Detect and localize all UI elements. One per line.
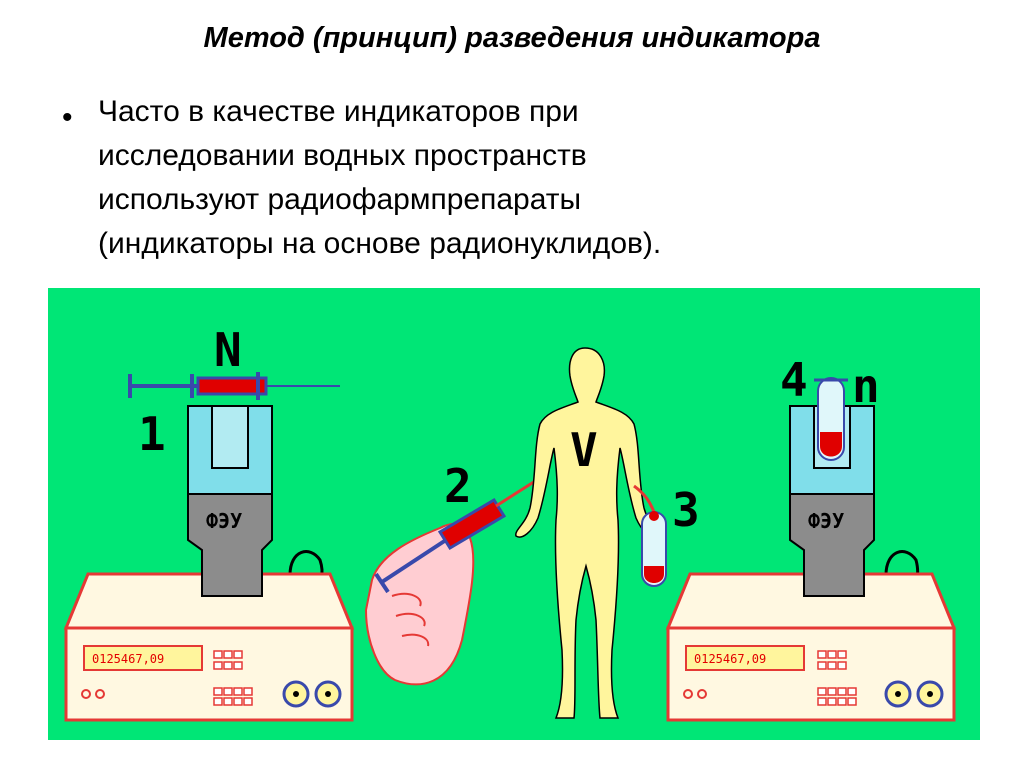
slide-title: Метод (принцип) разведения индикатора (203, 22, 821, 54)
left-buttons-top (213, 650, 253, 706)
right-buttons (817, 650, 857, 706)
text-line-1: Часто в качестве индикаторов при (98, 95, 579, 128)
text-line-4: (индикаторы на основе радионуклидов). (98, 227, 662, 260)
syringe-2-barrel (437, 497, 507, 551)
left-detector: 0125467,09 ФЭУ N 1 (63, 323, 355, 722)
right-pmt (789, 493, 875, 597)
left-counter-front (64, 626, 354, 722)
bullet-mark: • (62, 101, 73, 134)
label-1: 1 (138, 407, 166, 461)
right-pmt-label: ФЭУ (808, 509, 844, 533)
left-led-2 (95, 689, 105, 699)
syringe-icon (128, 372, 340, 400)
label-V: V (570, 423, 598, 477)
label-n: n (852, 359, 880, 413)
right-detector: 0125467,09 ФЭУ 4 n (665, 353, 957, 722)
left-pmt (187, 493, 273, 597)
left-led-1 (81, 689, 91, 699)
label-N: N (214, 323, 242, 377)
human-body: V (515, 347, 659, 719)
right-led-1 (683, 689, 693, 699)
hand-with-syringe: 2 (364, 459, 541, 686)
sample-tube-4 (814, 377, 848, 461)
syringe-2-plunger (380, 538, 448, 584)
body-silhouette (515, 347, 659, 719)
label-3: 3 (672, 483, 700, 537)
bullet-text: Часто в качестве индикаторов при исследо… (98, 90, 978, 266)
left-well-cavity (211, 405, 249, 469)
label-2: 2 (444, 459, 472, 513)
label-4: 4 (780, 353, 808, 407)
left-display (83, 645, 203, 671)
right-counter-front (666, 626, 956, 722)
right-display (685, 645, 805, 671)
left-pmt-label: ФЭУ (206, 509, 242, 533)
text-line-2: исследовании водных пространств (98, 139, 587, 172)
left-display-value: 0125467,09 (92, 652, 164, 666)
right-display-value: 0125467,09 (694, 652, 766, 666)
text-line-3: используют радиофармпрепараты (98, 183, 582, 216)
tube-3-blood (644, 566, 664, 583)
right-led-2 (697, 689, 707, 699)
sample-tube-3: 3 (633, 483, 700, 587)
